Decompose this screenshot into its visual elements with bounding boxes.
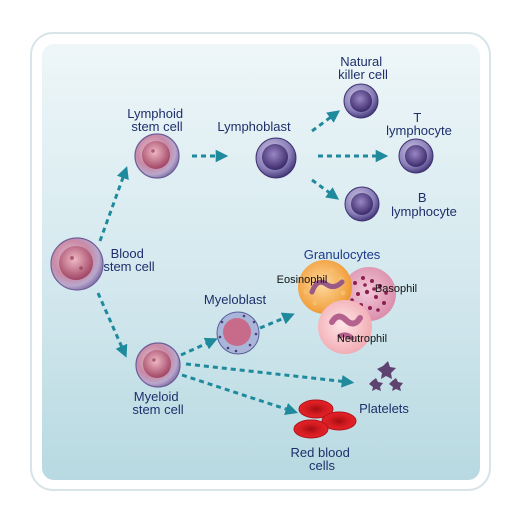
- arrow-blood-to-lymphoid: [98, 166, 129, 242]
- myeloblast-icon: [216, 311, 260, 355]
- label-myeloid-stem-cell: Myeloid stem cell: [132, 389, 183, 417]
- t-lymphocyte-icon: [398, 138, 434, 174]
- label-red-blood-cells: Red blood cells: [291, 445, 354, 473]
- label-lymphoblast: Lymphoblast: [217, 119, 291, 134]
- label-lymphoid-stem-cell: Lymphoid stem cell: [127, 106, 187, 134]
- platelets-icon: [369, 361, 403, 391]
- natural-killer-cell-icon: [343, 83, 379, 119]
- arrow-myeloid-to-myeloblast: [180, 337, 218, 357]
- lymphoid-stem-cell-icon: [134, 133, 180, 179]
- label-blood-stem-cell: Blood stem cell: [103, 246, 154, 274]
- blood-stem-cell-icon: [50, 237, 104, 291]
- label-t-lymphocyte: T lymphocyte: [386, 110, 452, 138]
- arrow-lymphoblast-to-nk: [311, 110, 341, 133]
- lymphoblast-icon: [255, 137, 297, 179]
- arrow-myeloid-to-rbc: [181, 373, 298, 416]
- arrow-lymphoblast-to-b: [311, 178, 340, 200]
- label-basophil: Basophil: [375, 283, 417, 295]
- arrow-myeloid-to-platelets: [185, 362, 355, 388]
- b-lymphocyte-icon: [344, 186, 380, 222]
- arrows: [96, 110, 389, 416]
- label-neutrophil: Neutrophil: [337, 333, 387, 345]
- neutrophil-icon: [318, 300, 372, 354]
- label-platelets: Platelets: [359, 401, 409, 416]
- label-natural-killer-cell: Natural killer cell: [338, 54, 388, 82]
- eosinophil-icon: [298, 260, 352, 314]
- label-granulocytes: Granulocytes: [304, 247, 381, 262]
- label-eosinophil: Eosinophil: [277, 274, 328, 286]
- red-blood-cells-icon: [293, 399, 357, 439]
- label-myeloblast: Myeloblast: [204, 292, 267, 307]
- label-b-lymphocyte: B lymphocyte: [391, 190, 457, 219]
- myeloid-stem-cell-icon: [135, 342, 181, 388]
- arrow-blood-to-myeloid: [96, 292, 128, 358]
